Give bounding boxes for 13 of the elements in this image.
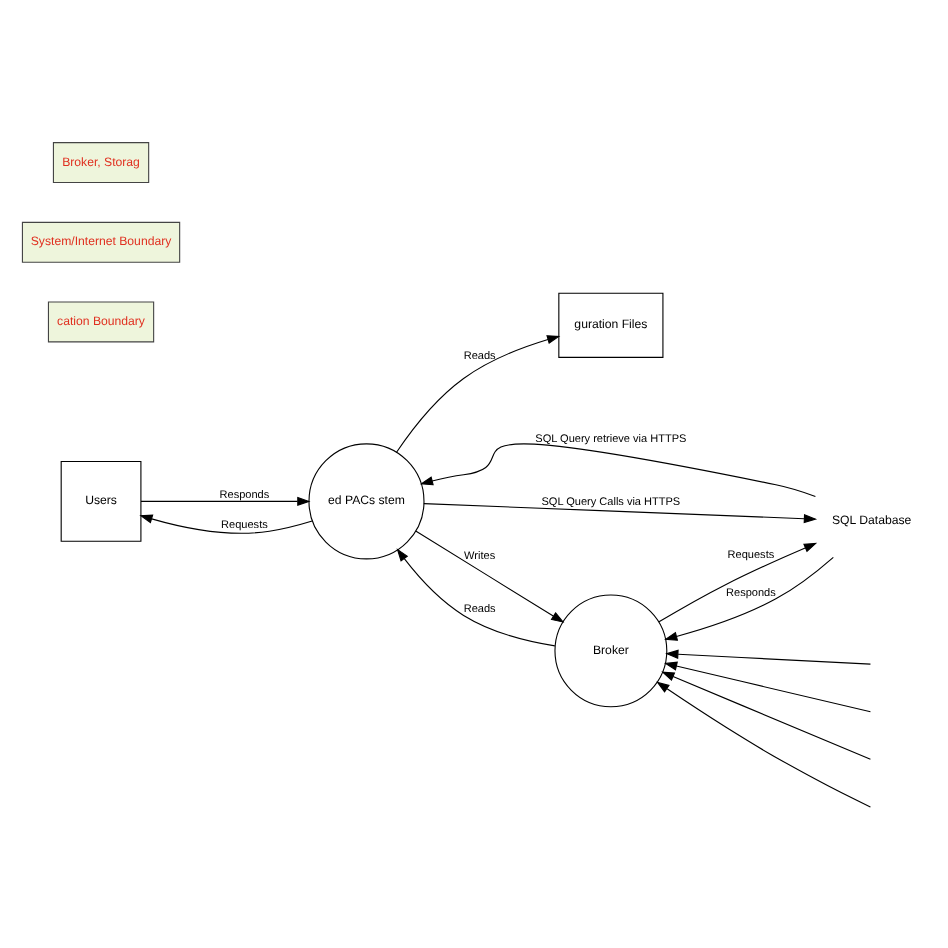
arrow [657,541,817,622]
arrow [663,555,833,640]
arrow [139,495,310,506]
arrow [394,334,560,453]
arrow [138,513,312,533]
arrow [414,529,564,622]
arrow [418,442,815,497]
arrow [395,547,555,646]
arrow [662,660,870,712]
arrow [664,648,870,664]
arrow [660,670,870,759]
arrow [422,502,817,523]
arrow [655,680,870,807]
